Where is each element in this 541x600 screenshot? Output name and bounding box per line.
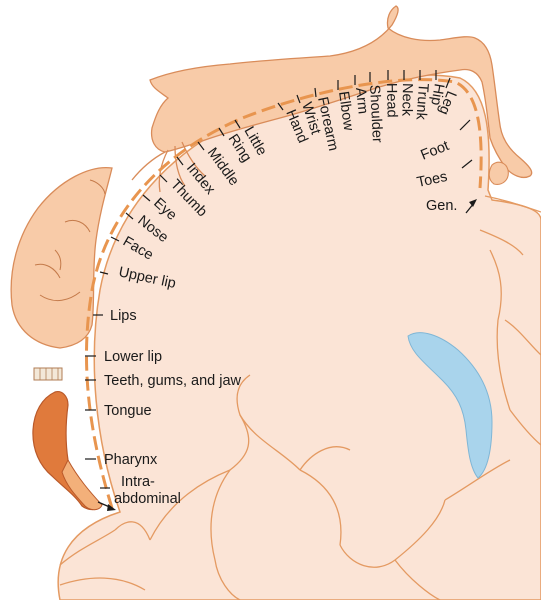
- label-intra: Intra-: [121, 474, 155, 490]
- label-lips: Lips: [110, 308, 137, 324]
- label-lower-lip: Lower lip: [104, 349, 162, 365]
- label-gen: Gen.: [426, 198, 457, 214]
- label-pharynx: Pharynx: [104, 452, 158, 468]
- label-tongue: Tongue: [104, 403, 152, 419]
- label-shoulder: Shoulder: [366, 84, 385, 143]
- label-neck: Neck: [398, 83, 415, 117]
- homunculus-foot: [489, 162, 508, 184]
- label-head: Head: [383, 83, 400, 118]
- label-abdominal: abdominal: [114, 491, 181, 507]
- homunculus-pharynx: [62, 460, 102, 510]
- label-teeth-gums-jaw: Teeth, gums, and jaw: [104, 373, 242, 389]
